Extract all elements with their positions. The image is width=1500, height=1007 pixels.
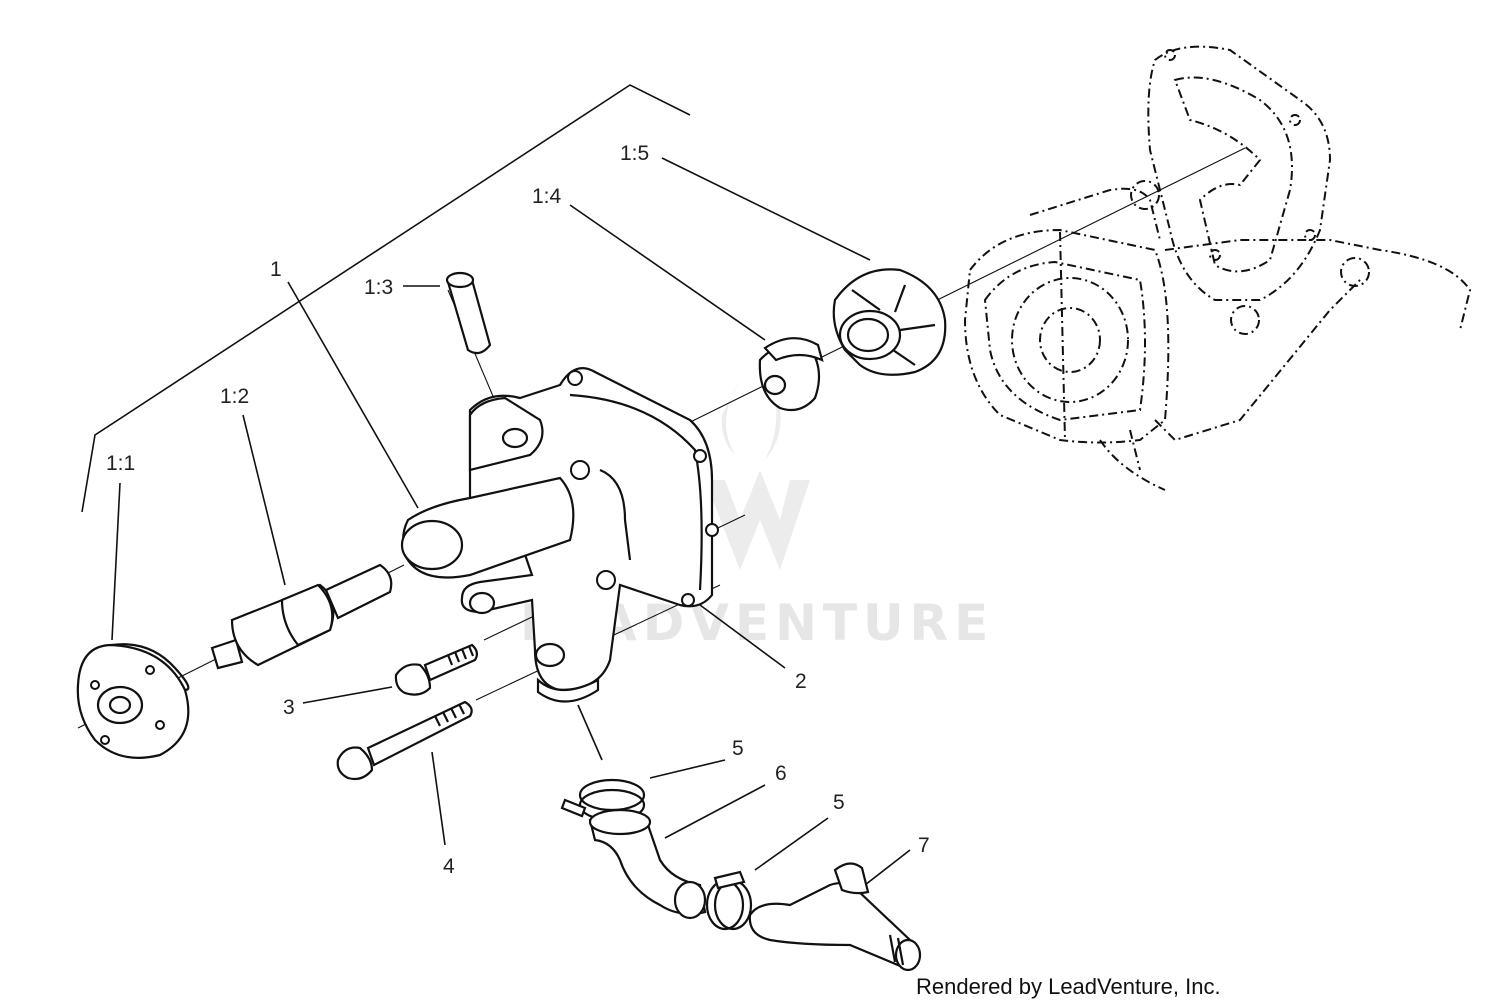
pulley-hub-part [76,643,190,759]
label-part-5b: 5 [833,791,845,814]
outlet-pipe-part [748,862,922,972]
label-part-5a: 5 [732,737,744,760]
pump-body-part [400,367,719,703]
label-part-2: 2 [795,670,807,693]
label-part-6: 6 [775,762,787,785]
credit-text: Rendered by LeadVenture, Inc. [916,974,1221,999]
long-bolt-part [336,700,473,781]
seal-part [758,337,824,412]
label-part-3: 3 [283,696,295,719]
hose-clamp-part-lower [705,870,753,931]
label-part-4: 4 [443,855,455,878]
label-part-1-2: 1:2 [220,385,249,408]
engine-block-outline [963,45,1472,491]
label-part-7: 7 [918,834,930,857]
part-labels: 1 1:1 1:2 1:3 1:4 1:5 2 3 4 5 6 5 7 [106,142,930,878]
label-part-1-3: 1:3 [364,276,393,299]
hose-part [588,808,707,920]
label-part-1: 1 [270,258,282,281]
leader-lines [111,157,911,886]
shaft-bearing-part [210,563,393,670]
short-bolt-part [394,643,479,696]
label-part-1-5: 1:5 [620,142,649,165]
label-part-1-1: 1:1 [106,452,135,475]
label-part-1-4: 1:4 [532,185,562,208]
pin-part [445,271,492,355]
impeller-part [832,268,947,376]
assembly-bracket [81,84,691,513]
